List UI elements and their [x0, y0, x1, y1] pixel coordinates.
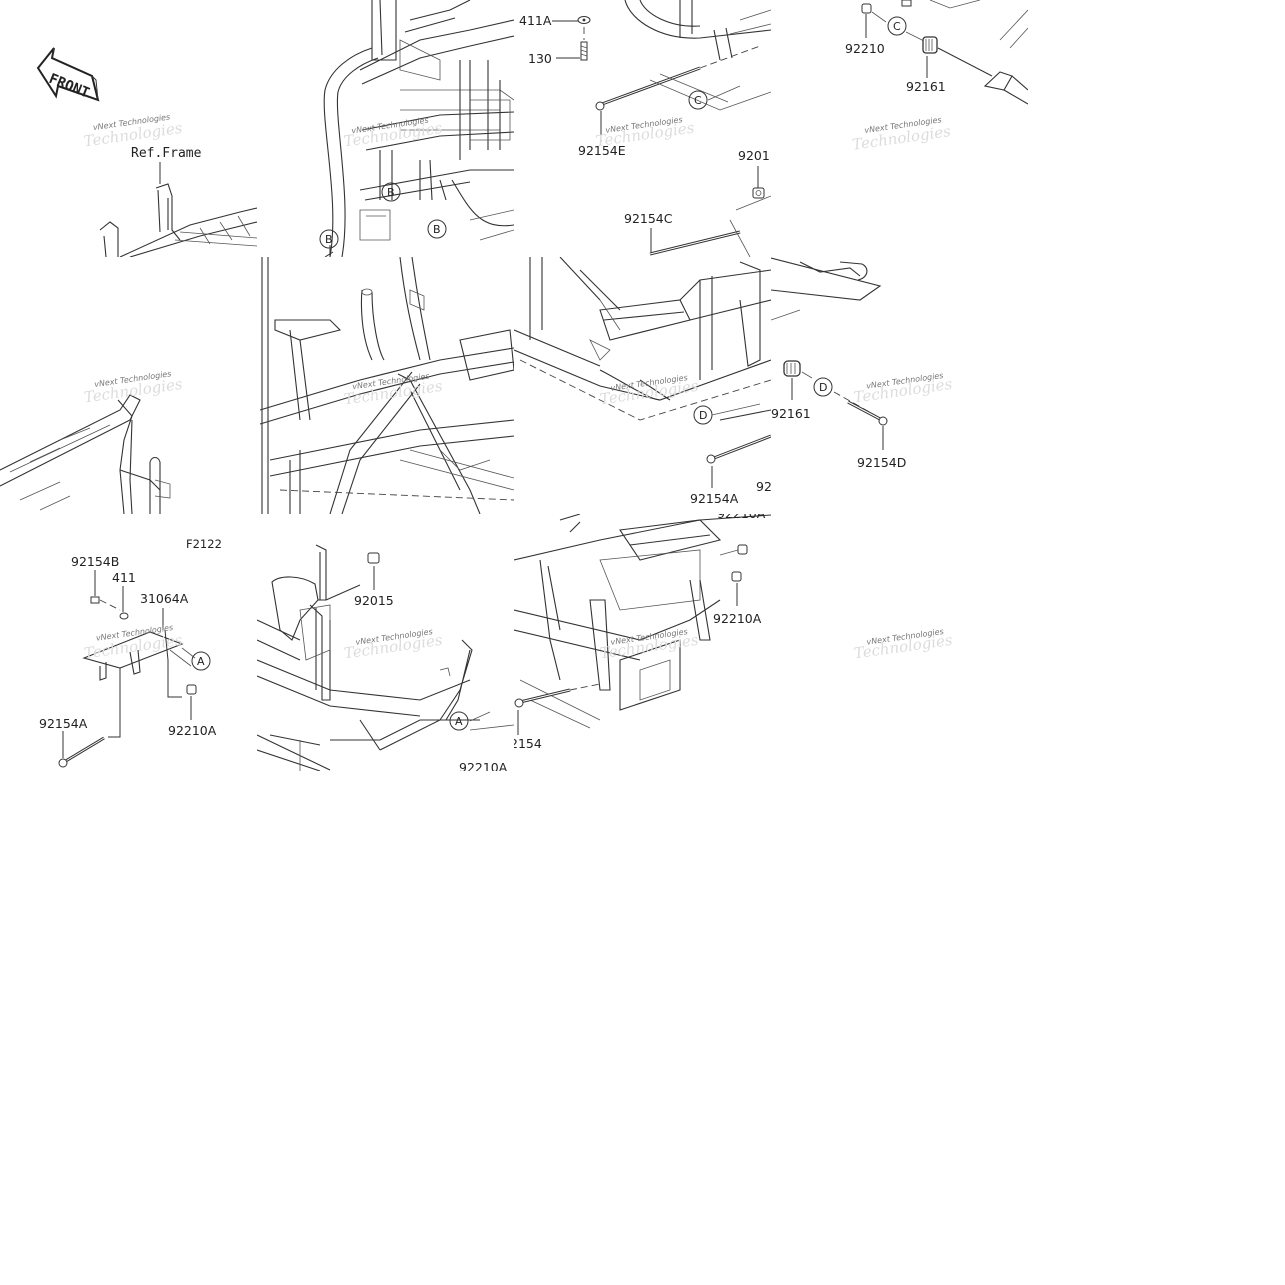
watermark: Technologies vNext Technologies: [83, 369, 184, 406]
watermark: Technologies vNext Technologies: [83, 623, 184, 663]
watermark: Technologies vNext Technologies: [599, 627, 700, 662]
label-92210a-bl: 92210A: [168, 723, 217, 738]
tile-mid-left: [0, 394, 171, 514]
watermark: Technologies vNext Technologies: [851, 115, 952, 154]
callout-b-2: B: [427, 219, 447, 239]
callout-b-1: B: [381, 182, 401, 202]
label-92154a-bl: 92154A: [39, 716, 88, 731]
washer-icon: [119, 612, 129, 620]
nut-icon: [861, 3, 872, 14]
watermark: Technologies vNext Technologies: [595, 115, 696, 150]
callout-a-2: A: [449, 711, 469, 731]
tile-top-right: 92210 92161: [845, 0, 1028, 105]
label-92154d: 92154D: [857, 455, 906, 470]
tile-bot-left: F2122 92154B 411 31064A 92154A 92210A: [39, 537, 222, 768]
label-130: 130: [528, 51, 552, 66]
figure-code: F2122: [186, 537, 222, 551]
callout-d-2: D: [813, 377, 833, 397]
tile-mid-mid-right: 92154A 92: [514, 257, 772, 506]
svg-text:D: D: [699, 409, 707, 422]
label-2154: 2154: [510, 736, 542, 751]
label-411a: 411A: [519, 13, 552, 28]
label-92161-mid: 92161: [771, 406, 811, 421]
label-92210a-bmr: 92210A: [713, 611, 762, 626]
bushing-icon: [783, 360, 801, 377]
svg-text:B: B: [433, 223, 441, 236]
label-92154a-mid: 92154A: [690, 491, 739, 506]
label-31064: 31064: [585, 479, 625, 494]
svg-text:C: C: [893, 20, 901, 33]
label-9201: 9201: [738, 148, 770, 163]
label-92154c: 92154C: [624, 211, 673, 226]
svg-text:B: B: [387, 186, 395, 199]
callout-c-2: C: [887, 16, 907, 36]
callout-d-1: D: [693, 405, 713, 425]
callout-b-3: B: [319, 229, 339, 249]
svg-text:B: B: [325, 233, 333, 246]
label-92154b: 92154B: [71, 554, 119, 569]
watermark: Technologies vNext Technologies: [83, 112, 184, 150]
tile-top-mid-right: 411A 130 92154E 9201 92154C: [519, 0, 771, 257]
label-31064a: 31064A: [140, 591, 189, 606]
bolt-icon: [90, 596, 100, 604]
label-92154e: 92154E: [578, 143, 626, 158]
label-92210: 92210: [845, 41, 885, 56]
tile-top-mid-left: [323, 0, 514, 257]
label-5: 5: [515, 403, 523, 418]
callout-a-1: A: [191, 651, 211, 671]
tile-mid-mid-left: 5: [259, 257, 523, 514]
washer-icon: [577, 16, 591, 24]
tile-bot-mid-left: 92015 92210A: [257, 544, 514, 775]
watermark: Technologies vNext Technologies: [853, 627, 954, 663]
callout-c-1: C: [688, 90, 708, 110]
label-411: 411: [112, 570, 136, 585]
ref-frame-label: Ref.Frame: [131, 146, 202, 161]
nut-icon: [752, 187, 765, 199]
svg-text:A: A: [455, 715, 463, 728]
label-92210a-bml: 92210A: [459, 760, 508, 775]
label-92161-top: 92161: [906, 79, 946, 94]
tile-bot-mid-right: 31064 92210A 92210A 2154: [510, 479, 771, 751]
watermark: Technologies vNext Technologies: [343, 627, 444, 662]
nut-icon: [367, 552, 380, 564]
front-arrow-icon: FRONT: [36, 47, 100, 102]
nut-icon: [737, 544, 748, 555]
tile-mid-right: 92161 92154D: [771, 257, 906, 470]
label-92015: 92015: [354, 593, 394, 608]
watermark: Technologies vNext Technologies: [852, 371, 953, 407]
nut-icon: [186, 684, 197, 695]
svg-text:D: D: [819, 381, 827, 394]
label-92: 92: [756, 479, 772, 494]
bushing-icon: [922, 36, 938, 54]
callouts: B B B C C D D A A: [169, 16, 907, 731]
label-92210a-cut: 92210A: [717, 506, 766, 521]
svg-text:A: A: [197, 655, 205, 668]
svg-text:C: C: [694, 94, 702, 107]
nut-icon: [731, 571, 742, 582]
tile-top-left: FRONT Ref.Frame: [36, 47, 257, 257]
bolt-icon: [580, 41, 588, 61]
watermark: Technologies vNext Technologies: [343, 372, 444, 409]
